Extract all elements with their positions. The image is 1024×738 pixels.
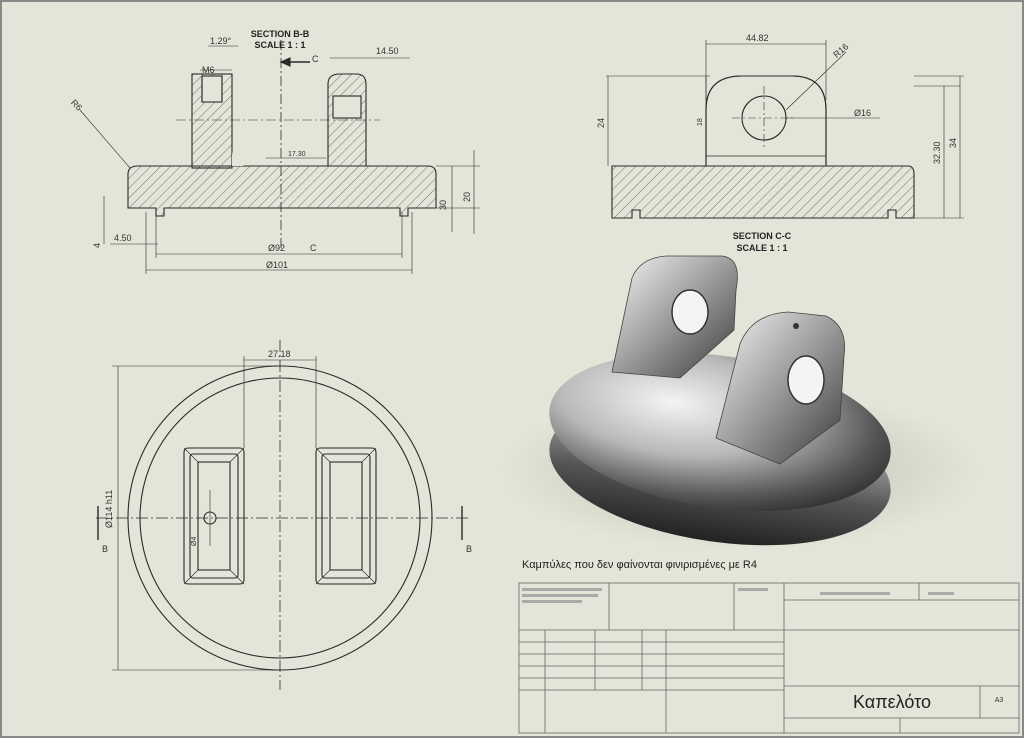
dim-offset: 4.50 <box>114 233 132 243</box>
title-block-text: Καπελότο A3 <box>522 588 1003 712</box>
dim-h3230: 32.30 <box>932 141 942 164</box>
section-bb-title: SECTION B-B <box>251 29 310 39</box>
title-block <box>518 582 1020 734</box>
surface-finish-note: Καμπύλες που δεν φαίνονται φινιρισμένες … <box>522 559 757 571</box>
dim-hole-cc: Ø16 <box>854 108 871 118</box>
dim-radius-bb: R6 <box>69 98 84 113</box>
part-name: Καπελότο <box>853 692 931 712</box>
sheet-size: A3 <box>995 697 1004 704</box>
cut-label-c: C <box>310 243 317 253</box>
section-cc-title: SECTION C-C <box>733 231 792 241</box>
dim-angle: 1.29° <box>210 36 232 46</box>
dim-width-cc: 44.82 <box>746 33 769 43</box>
dim-d101: Ø101 <box>266 260 288 270</box>
dim-thread: M6 <box>202 65 215 75</box>
section-cc-view <box>606 40 964 219</box>
dim-slot-gap: 27.18 <box>268 349 291 359</box>
dim-h34: 34 <box>948 138 958 148</box>
section-cc-scale: SCALE 1 : 1 <box>736 243 787 253</box>
dim-h20: 20 <box>462 192 472 202</box>
section-bb-scale: SCALE 1 : 1 <box>254 40 305 50</box>
dim-d92: Ø92 <box>268 243 285 253</box>
dim-inner: 17.30 <box>288 151 306 158</box>
dim-h30: 30 <box>438 200 448 210</box>
dim-width-bb: 14.50 <box>376 46 399 56</box>
dim-radius-cc: R16 <box>831 41 850 59</box>
section-bb-view <box>79 40 480 274</box>
cut-label-b-left: B <box>102 544 108 554</box>
dim-h4: 4 <box>92 243 102 248</box>
dim-h24: 24 <box>596 118 606 128</box>
isometric-render <box>500 255 980 550</box>
cut-label-b-right: B <box>466 544 472 554</box>
top-view-labels: 27.18 Ø114 h11 Ø4 B B <box>102 349 472 554</box>
dim-h18: 18 <box>697 118 704 126</box>
dim-diameter: Ø114 h11 <box>104 490 114 528</box>
dim-small-hole: Ø4 <box>191 537 198 546</box>
section-bb-labels: SECTION B-B SCALE 1 : 1 1.29° M6 14.50 1… <box>69 29 472 270</box>
top-view <box>96 340 468 690</box>
cut-label-c-top: C <box>312 54 319 64</box>
